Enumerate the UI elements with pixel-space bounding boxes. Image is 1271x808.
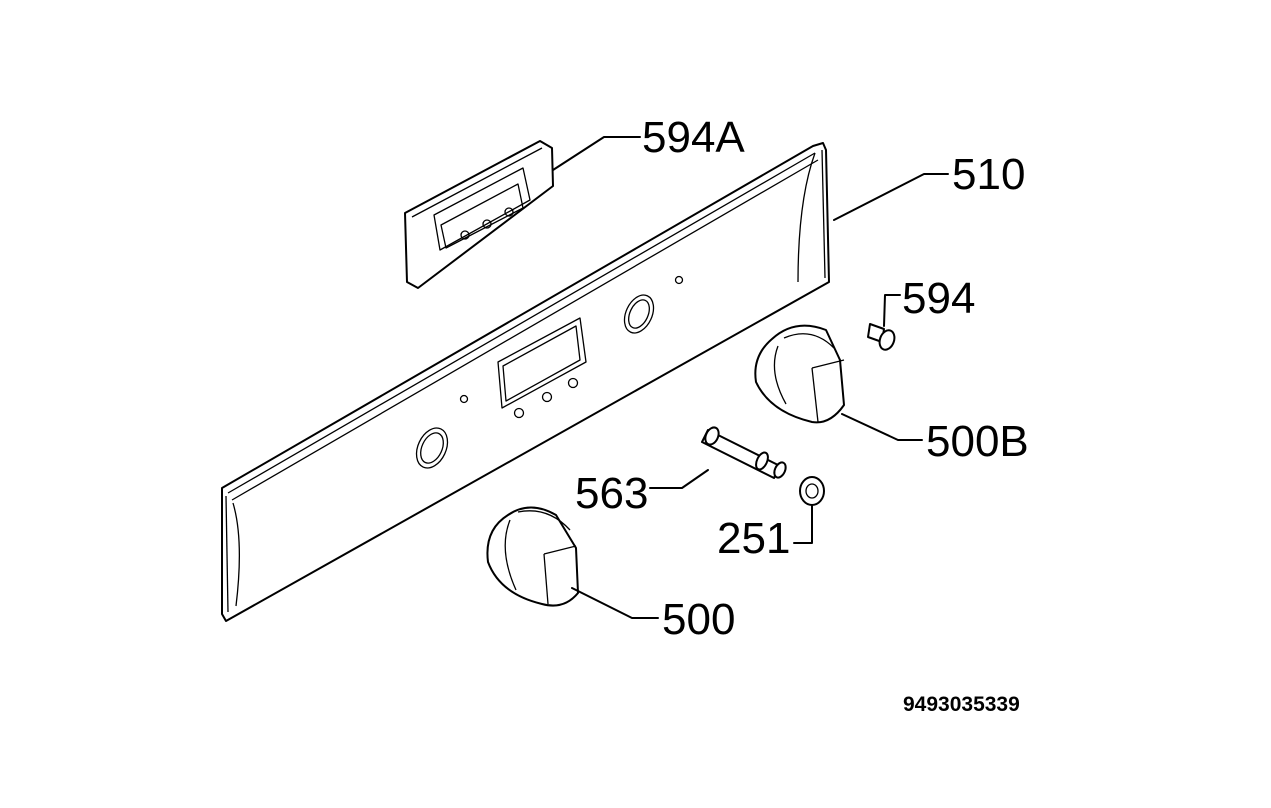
callout-510: 510 xyxy=(952,150,1025,199)
display-bezel-drawing xyxy=(404,140,554,289)
spindle-drawing xyxy=(701,426,787,479)
knob-right-drawing xyxy=(754,324,845,424)
callout-563: 563 xyxy=(575,469,648,518)
leader-lines xyxy=(552,136,949,619)
knob-left-drawing xyxy=(486,506,579,607)
callout-594: 594 xyxy=(902,274,975,323)
callout-251: 251 xyxy=(717,514,790,563)
document-number: 9493035339 xyxy=(903,693,1020,716)
callout-500B: 500B xyxy=(926,417,1029,466)
control-panel-drawing xyxy=(221,142,830,622)
fixing-nut-drawing xyxy=(799,476,825,506)
callout-500: 500 xyxy=(662,595,735,644)
indicator-lamp-drawing xyxy=(867,323,896,351)
callout-594A: 594A xyxy=(642,113,745,162)
